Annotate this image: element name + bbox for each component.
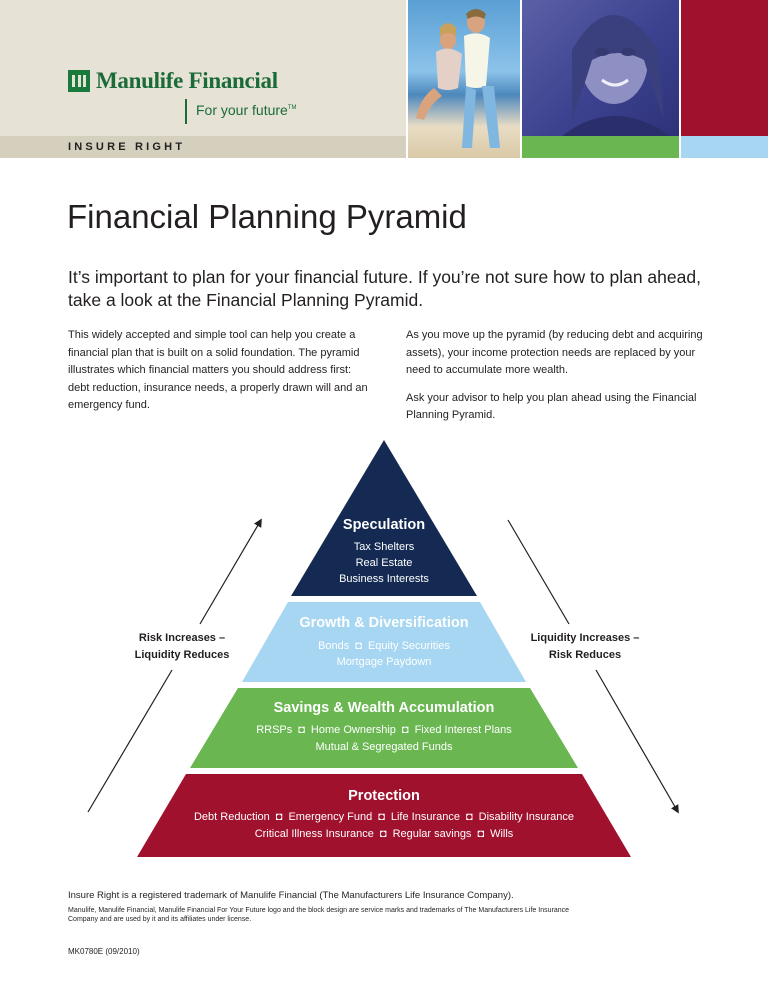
protection-line-1: Debt Reduction◘Emergency Fund◘Life Insur…: [194, 811, 574, 823]
document-code: MK0780E (09/2010): [68, 947, 140, 956]
tagline: For your futureTM: [196, 102, 297, 118]
left-label-line-2: Liquidity Reduces: [135, 649, 230, 661]
growth-line-2: Mortgage Paydown: [337, 656, 432, 668]
speculation-item: Real Estate: [356, 557, 413, 569]
header-strip: [0, 136, 406, 158]
right-column: As you move up the pyramid (by reducing …: [406, 327, 706, 425]
header-banner: INSURE RIGHT Manulife Financial For your…: [0, 0, 768, 158]
savings-title: Savings & Wealth Accumulation: [274, 700, 495, 716]
insure-right-label: INSURE RIGHT: [68, 141, 186, 153]
protection-tier: [137, 774, 631, 857]
service-marks-notice: Manulife, Manulife Financial, Manulife F…: [68, 907, 570, 923]
left-label-line-1: Risk Increases –: [139, 632, 225, 644]
protection-title: Protection: [348, 788, 420, 804]
brand-name: Manulife Financial: [96, 68, 278, 93]
page-title: Financial Planning Pyramid: [67, 198, 467, 235]
growth-title: Growth & Diversification: [299, 615, 468, 631]
risk-arrow-tail: [87, 669, 173, 813]
savings-line-1: RRSPs◘Home Ownership◘Fixed Interest Plan…: [256, 724, 512, 736]
speculation-item: Business Interests: [339, 573, 429, 585]
risk-up-arrow-icon: [199, 518, 262, 625]
growth-tier: [242, 602, 526, 682]
liquidity-down-arrow-icon: [595, 669, 679, 814]
green-color-bar: [522, 136, 679, 158]
tagline-divider: [185, 99, 187, 124]
manulife-logo: Manulife Financial: [68, 68, 278, 94]
woman-portrait-photo: [522, 0, 679, 136]
protection-line-2: Critical Illness Insurance◘Regular savin…: [255, 828, 514, 840]
growth-line-1: Bonds◘Equity Securities: [318, 640, 450, 652]
beach-couple-photo: [408, 0, 520, 158]
blue-color-bar: [681, 136, 768, 158]
speculation-title: Speculation: [343, 517, 425, 533]
savings-tier: [190, 688, 578, 768]
right-column-paragraph-2: Ask your advisor to help you plan ahead …: [406, 391, 697, 422]
right-column-paragraph-1: As you move up the pyramid (by reducing …: [406, 329, 703, 376]
speculation-tier: [291, 440, 477, 596]
speculation-item: Tax Shelters: [354, 541, 415, 553]
right-label-line-1: Liquidity Increases –: [531, 632, 640, 644]
left-column-text: This widely accepted and simple tool can…: [68, 329, 368, 411]
savings-line-2: Mutual & Segregated Funds: [316, 741, 453, 753]
right-label-line-2: Risk Reduces: [549, 649, 621, 661]
liquidity-arrow-head-segment: [507, 519, 570, 625]
trademark-notice: Insure Right is a registered trademark o…: [68, 890, 514, 901]
red-color-block: [681, 0, 768, 136]
block-logo-icon: [68, 70, 90, 92]
financial-planning-pyramid: Speculation Tax Shelters Real Estate Bus…: [87, 440, 679, 857]
intro-paragraph: It’s important to plan for your financia…: [68, 267, 701, 310]
header-tan-panel: [0, 0, 406, 136]
